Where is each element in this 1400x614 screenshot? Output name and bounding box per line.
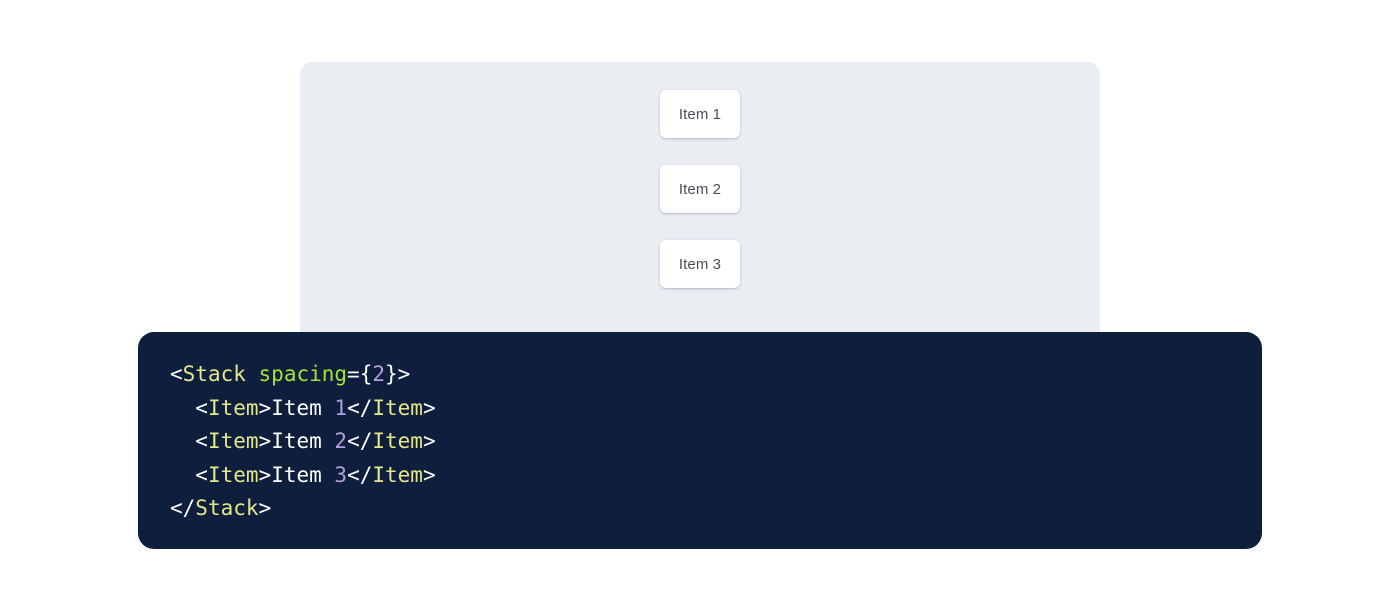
code-token-tag: Item: [207, 462, 259, 487]
code-token-num: 3: [334, 462, 348, 487]
code-token-punct: >: [258, 429, 272, 454]
code-token-punct: >: [258, 462, 272, 487]
code-token-text: Item: [271, 462, 335, 487]
code-token-punct: >: [422, 462, 436, 487]
code-token-tag: Item: [372, 462, 423, 487]
code-token-punct: </: [170, 496, 196, 521]
stack-item-label: Item 3: [678, 255, 722, 273]
code-token-punct: ={: [347, 362, 373, 386]
code-token-text: [246, 362, 259, 386]
code-token-text: Item: [271, 429, 335, 454]
stack-item-label: Item 1: [678, 105, 722, 123]
stack-container: Item 1 Item 2 Item 3: [300, 90, 1100, 288]
code-snippet-text: <Stack spacing={2}> <Item>Item 1</Item> …: [170, 358, 1232, 526]
code-token-punct: >: [422, 429, 436, 454]
stack-item[interactable]: Item 3: [660, 240, 740, 288]
code-token-tag: Item: [372, 395, 423, 420]
code-token-punct: <: [170, 362, 183, 386]
code-token-tag: Stack: [182, 362, 246, 386]
code-token-num: 2: [334, 429, 348, 454]
code-token-punct: </: [347, 395, 373, 420]
code-token-text: Item: [271, 395, 335, 420]
component-preview-panel: Item 1 Item 2 Item 3: [300, 62, 1100, 352]
code-token-tag: Item: [207, 395, 259, 420]
code-token-punct: >: [258, 395, 272, 420]
code-token-punct: <: [195, 429, 208, 454]
code-token-punct: }>: [385, 362, 411, 386]
stack-item[interactable]: Item 2: [660, 165, 740, 213]
code-token-punct: >: [422, 395, 436, 420]
stack-item[interactable]: Item 1: [660, 90, 740, 138]
code-token-tag: Item: [207, 429, 259, 454]
code-token-punct: <: [195, 395, 208, 420]
code-token-punct: >: [258, 496, 272, 521]
code-token-punct: </: [347, 429, 373, 454]
code-token-punct: </: [347, 462, 373, 487]
code-token-attr: spacing: [258, 362, 348, 386]
code-token-tag: Stack: [195, 496, 259, 521]
stack-item-label: Item 2: [678, 180, 722, 198]
code-token-tag: Item: [372, 429, 423, 454]
code-snippet-block[interactable]: <Stack spacing={2}> <Item>Item 1</Item> …: [138, 332, 1262, 549]
code-token-punct: <: [195, 462, 208, 487]
code-token-num: 1: [334, 395, 348, 420]
code-token-num: 2: [372, 362, 385, 386]
